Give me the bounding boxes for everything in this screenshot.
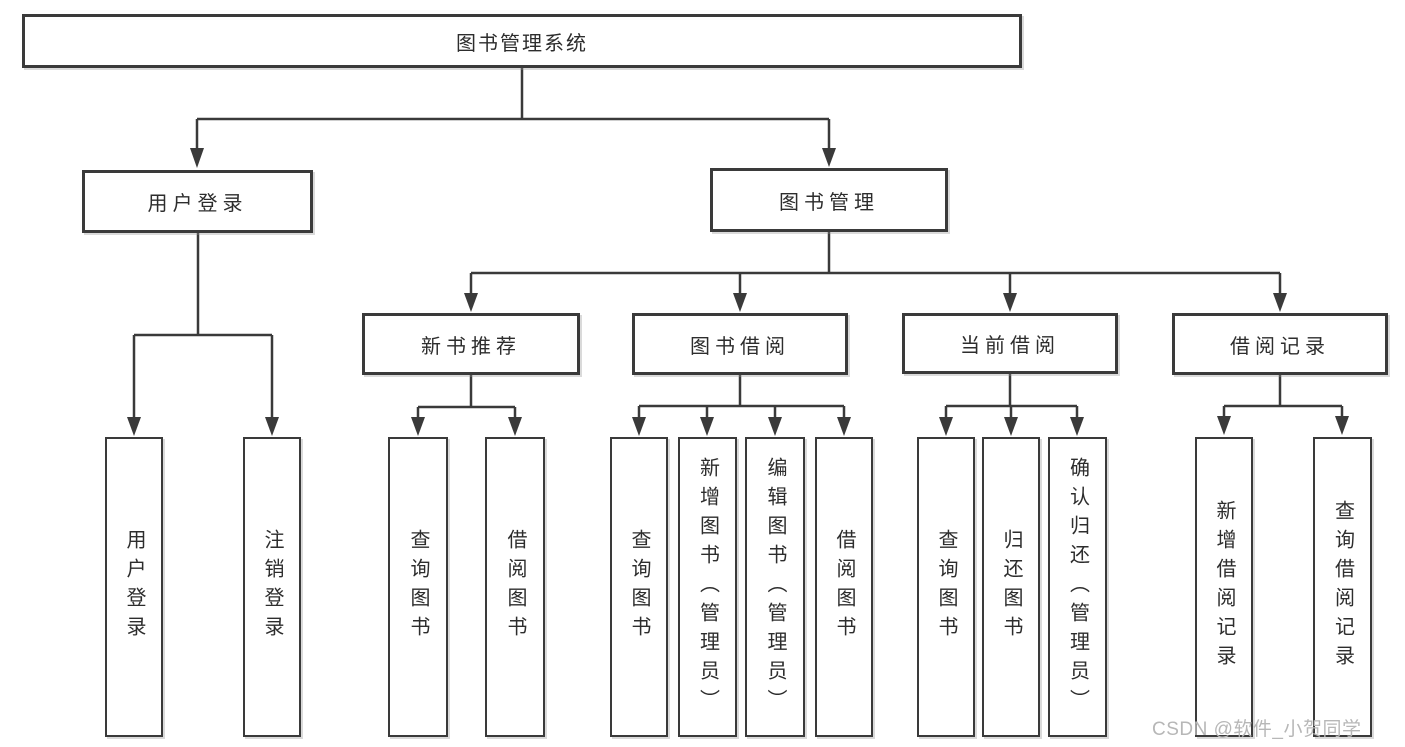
- leaf-logout: 注销登录: [243, 437, 301, 737]
- leaf-query-books-1: 查询图书: [388, 437, 448, 737]
- node-root-library-system: 图书管理系统: [22, 14, 1022, 68]
- connector-root-to-level2: [195, 68, 831, 149]
- node-new-book-recommend: 新书推荐: [362, 313, 580, 375]
- leaf-return-books: 归还图书: [982, 437, 1040, 737]
- leaf-user-login: 用户登录: [105, 437, 163, 737]
- leaf-add-borrow-record: 新增借阅记录: [1195, 437, 1253, 737]
- node-label: 注销登录: [261, 529, 283, 645]
- node-label: 图书借阅: [690, 335, 790, 358]
- node-book-management: 图书管理: [710, 168, 948, 232]
- leaf-edit-books-admin: 编辑图书（管理员）: [745, 437, 805, 737]
- node-book-borrowing: 图书借阅: [632, 313, 848, 375]
- node-label: 图书管理系统: [456, 32, 588, 55]
- leaf-query-books-2: 查询图书: [610, 437, 668, 737]
- leaf-borrow-books-1: 借阅图书: [485, 437, 545, 737]
- node-user-login: 用户登录: [82, 170, 313, 233]
- leaf-add-books-admin: 新增图书（管理员）: [678, 437, 737, 737]
- leaf-query-books-3: 查询图书: [917, 437, 975, 737]
- connector-newbooks-to-leaves: [416, 375, 517, 418]
- node-label: 查询借阅记录: [1331, 500, 1354, 674]
- node-label: 查询图书: [407, 529, 429, 645]
- connector-records-to-leaves: [1222, 375, 1344, 418]
- node-borrowing-records: 借阅记录: [1172, 313, 1388, 375]
- connector-userlogin-to-leaves: [132, 233, 274, 418]
- node-label: 借阅图书: [504, 529, 526, 645]
- csdn-watermark: CSDN @软件_小贺同学: [1152, 719, 1362, 740]
- node-label: 编辑图书（管理员）: [764, 456, 786, 718]
- node-label: 用户登录: [123, 529, 145, 645]
- leaf-confirm-return-admin: 确认归还（管理员）: [1048, 437, 1107, 737]
- node-label: 图书管理: [779, 191, 879, 214]
- node-label: 查询图书: [628, 529, 650, 645]
- connector-bookmgmt-to-level3: [469, 232, 1282, 294]
- leaf-borrow-books-2: 借阅图书: [815, 437, 873, 737]
- connector-current-to-leaves: [944, 374, 1079, 418]
- connector-borrow-to-leaves: [637, 375, 846, 418]
- node-label: 当前借阅: [960, 335, 1060, 357]
- node-label: 归还图书: [1000, 529, 1022, 645]
- node-label: 新书推荐: [421, 335, 521, 358]
- node-label: 借阅图书: [833, 529, 855, 645]
- node-label: 查询图书: [935, 529, 957, 645]
- arrowheads: [127, 148, 1349, 436]
- node-label: 新增借阅记录: [1213, 500, 1235, 674]
- node-label: 用户登录: [147, 193, 248, 215]
- node-label: 确认归还（管理员）: [1066, 456, 1089, 718]
- leaf-query-borrow-record: 查询借阅记录: [1313, 437, 1372, 737]
- node-current-borrowing: 当前借阅: [902, 313, 1118, 374]
- node-label: 借阅记录: [1230, 335, 1330, 358]
- node-label: 新增图书（管理员）: [696, 456, 719, 718]
